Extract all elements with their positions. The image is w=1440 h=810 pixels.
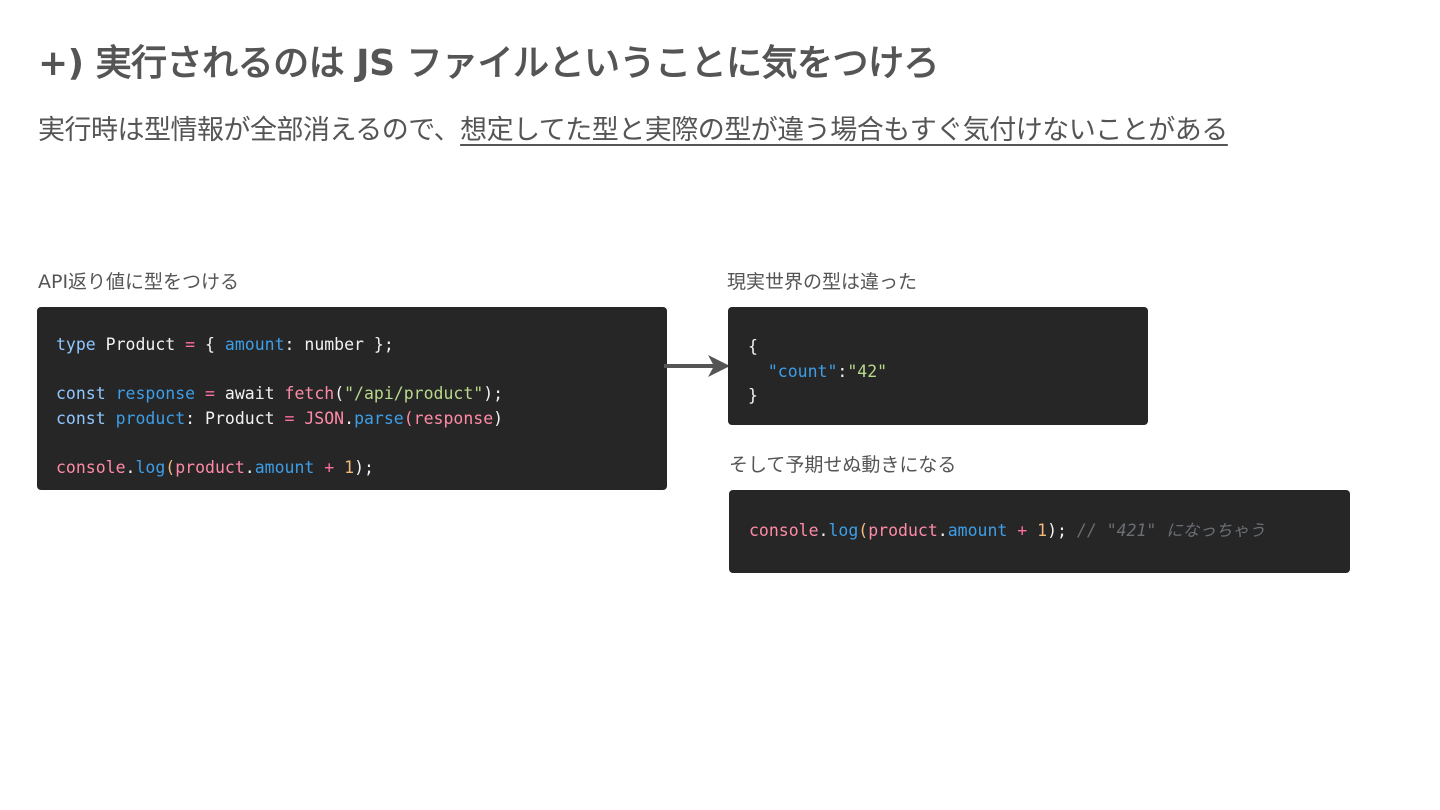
- code-token: );: [354, 457, 374, 477]
- code-token: +: [324, 457, 335, 477]
- code-token: JSON: [304, 408, 345, 428]
- code-token: [1027, 521, 1037, 540]
- code-token: amount: [947, 521, 1008, 540]
- code-token: (: [858, 521, 869, 540]
- json-key: "count": [767, 361, 838, 381]
- code-token: console: [749, 521, 819, 540]
- code-token: [1007, 521, 1017, 540]
- code-token: type: [56, 335, 96, 354]
- code-line-parse: const product: Product = JSON.parse(resp…: [56, 407, 667, 432]
- code-token: : Product: [185, 408, 285, 428]
- json-close-brace: }: [748, 386, 758, 405]
- json-open-brace: {: [748, 337, 758, 356]
- code-token: .: [937, 521, 948, 540]
- code-token: 1: [1037, 521, 1048, 540]
- subtitle-underlined: 想定してた型と実際の型が違う場合もすぐ気付けないことがある: [460, 115, 1228, 146]
- code-token: ): [493, 408, 504, 428]
- code-token: log: [828, 521, 859, 540]
- result-code-block: console.log(product.amount + 1); // "421…: [729, 490, 1350, 573]
- code-token: +: [1017, 521, 1028, 540]
- arrow-right-icon: [664, 355, 730, 377]
- right-bottom-label: そして予期せぬ動きになる: [729, 454, 957, 476]
- code-token: [1067, 521, 1077, 540]
- subtitle-plain: 実行時は型情報が全部消えるので、: [38, 115, 461, 146]
- code-token: parse: [354, 408, 404, 428]
- code-token: =: [185, 335, 196, 354]
- left-panel-label: API返り値に型をつける: [38, 271, 240, 293]
- code-token: const: [56, 408, 106, 428]
- code-token: {: [195, 335, 225, 354]
- code-token: log: [135, 457, 166, 477]
- json-colon: :: [837, 361, 848, 381]
- code-token: product: [868, 521, 938, 540]
- code-token: Product: [95, 335, 186, 354]
- code-token: [334, 458, 344, 477]
- code-token: =: [205, 384, 215, 403]
- code-line-fetch: const response = await fetch("/api/produ…: [56, 382, 667, 407]
- code-token: [275, 384, 285, 403]
- code-token: product: [115, 408, 186, 428]
- code-line-blank: [56, 358, 667, 383]
- code-line-type: type Product = { amount: number };: [56, 333, 667, 358]
- code-token: [215, 384, 225, 403]
- code-token: : number };: [284, 335, 394, 354]
- code-token: (: [403, 408, 414, 428]
- code-token: product: [175, 457, 245, 477]
- json-entry: "count":"42": [748, 360, 1148, 385]
- code-token: .: [344, 408, 355, 428]
- left-code-block: type Product = { amount: number }; const…: [37, 307, 667, 490]
- code-token: amount: [224, 335, 285, 354]
- code-token: "/api/product": [344, 384, 484, 403]
- code-token: amount: [254, 457, 315, 477]
- code-token: (: [334, 384, 345, 403]
- code-token: response: [115, 384, 196, 403]
- code-token: await: [224, 384, 275, 403]
- slide-title: +) 実行されるのは JS ファイルということに気をつけろ: [38, 43, 940, 84]
- code-token: 1: [344, 457, 355, 477]
- code-token: console: [56, 457, 126, 477]
- code-token: (: [165, 457, 176, 477]
- right-top-label: 現実世界の型は違った: [727, 271, 918, 293]
- code-token: .: [818, 521, 829, 540]
- code-token: [195, 384, 205, 403]
- json-code-block: { "count":"42" }: [728, 307, 1148, 425]
- code-line-log-result: console.log(product.amount + 1); // "421…: [749, 519, 1350, 544]
- code-token: [314, 458, 324, 477]
- json-value: "42": [847, 361, 888, 381]
- code-token: [294, 409, 304, 428]
- code-token: [106, 384, 116, 403]
- code-token: [106, 409, 116, 428]
- slide-subtitle: 実行時は型情報が全部消えるので、想定してた型と実際の型が違う場合もすぐ気付けない…: [38, 108, 1228, 147]
- code-token: );: [1047, 521, 1067, 540]
- code-line-blank: [56, 431, 667, 456]
- code-line-log: console.log(product.amount + 1);: [56, 456, 667, 481]
- code-comment: // "421" になっちゃう: [1076, 521, 1266, 540]
- code-token: fetch: [284, 384, 335, 403]
- code-token: .: [125, 457, 136, 477]
- code-token: =: [284, 408, 295, 428]
- code-token: const: [56, 384, 106, 403]
- code-token: .: [244, 457, 255, 477]
- code-token: );: [483, 384, 504, 403]
- code-token: response: [413, 408, 494, 428]
